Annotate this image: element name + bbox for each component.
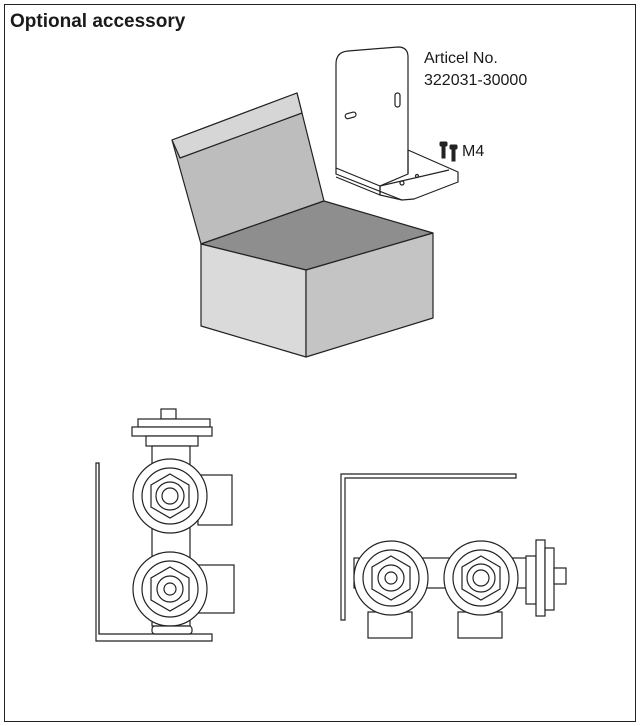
accessory-panel (4, 4, 636, 722)
article-label: Articel No. (424, 50, 498, 67)
mounting-bracket-icon (335, 46, 459, 201)
section-title: Optional accessory (10, 11, 186, 32)
valve-side-view-icon (95, 408, 235, 642)
article-number-block: Articel No. 322031-30000 (424, 48, 527, 92)
open-box-icon (171, 92, 434, 358)
screw-size-label: M4 (462, 143, 485, 160)
article-number: 322031-30000 (424, 72, 528, 89)
screw-icon (439, 141, 458, 162)
valve-front-view-icon (340, 473, 567, 639)
